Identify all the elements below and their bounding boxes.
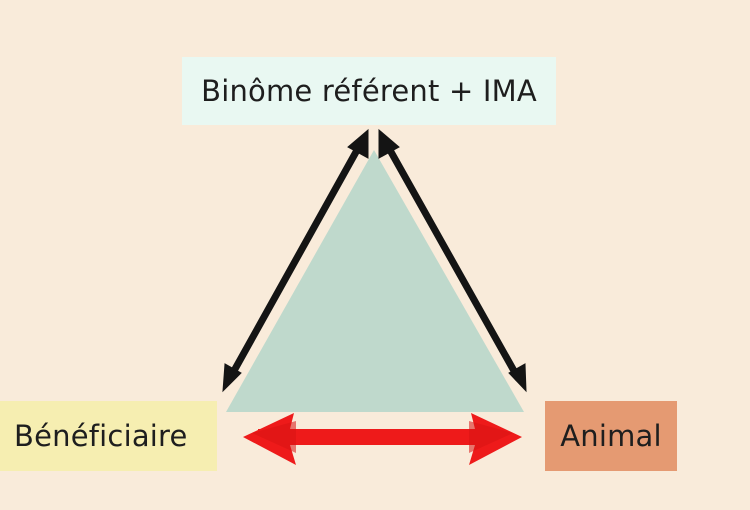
node-animal-label: Animal xyxy=(560,419,662,453)
central-triangle xyxy=(226,150,524,412)
node-binome-referent: Binôme référent + IMA xyxy=(182,57,556,125)
node-binome-referent-label: Binôme référent + IMA xyxy=(201,74,537,108)
bottom-double-arrow xyxy=(243,413,522,465)
node-animal: Animal xyxy=(545,401,677,471)
left-link-arrow xyxy=(222,128,369,393)
right-link-arrow xyxy=(378,128,527,393)
node-beneficiaire: Bénéficiaire xyxy=(0,401,217,471)
node-beneficiaire-label: Bénéficiaire xyxy=(14,419,188,453)
